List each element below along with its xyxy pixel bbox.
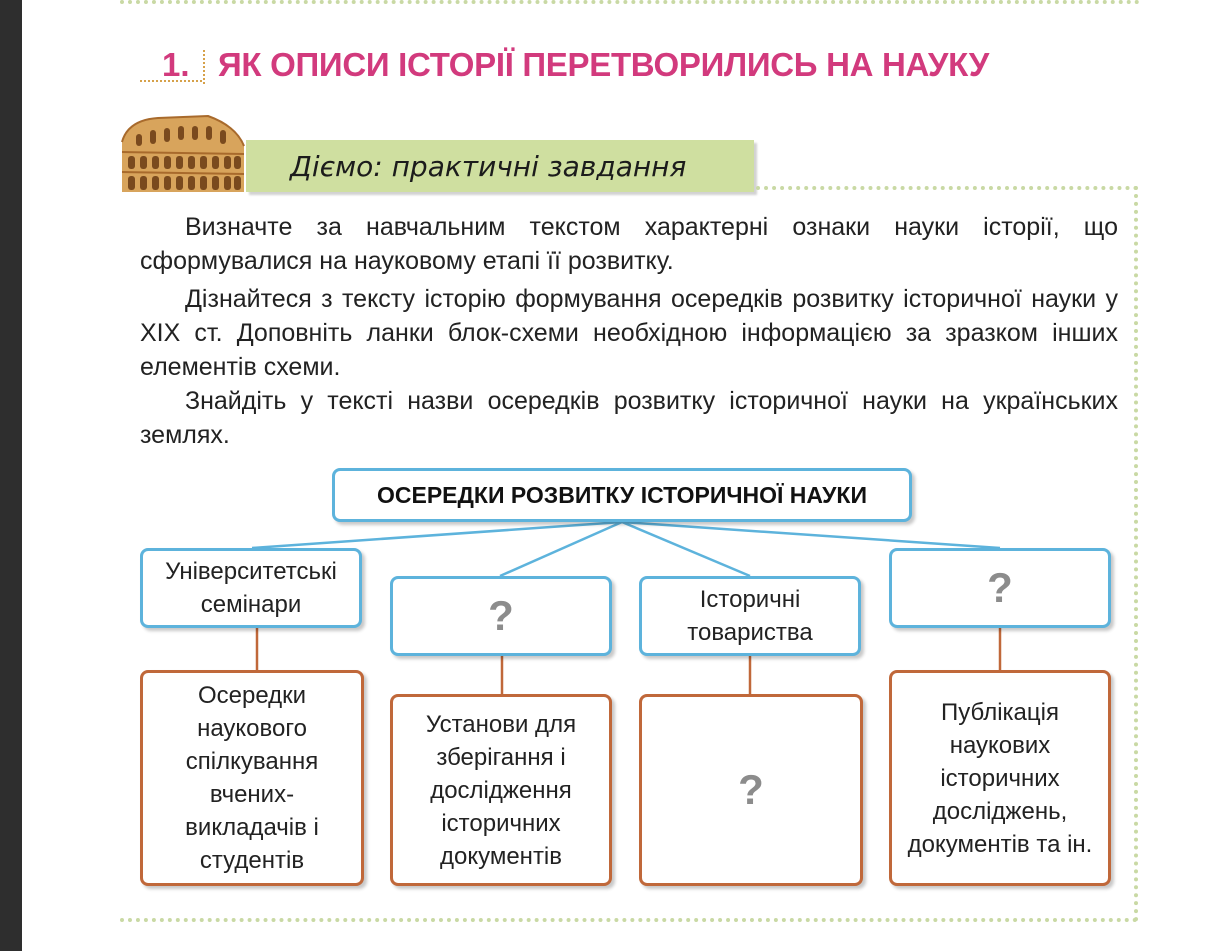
description-box-2: Установи для зберігання і дослідження іс… — [390, 694, 612, 886]
description-box-1: Осередки наукового спілкування вчених-ви… — [140, 670, 364, 886]
frame-dotted-right — [1134, 186, 1138, 922]
frame-dotted-bottom — [120, 918, 1138, 922]
page-spine — [0, 0, 22, 951]
activity-banner: Діємо: практичні завдання — [246, 140, 754, 192]
banner-label: Діємо: практичні завдання — [290, 150, 687, 183]
diagram-root: ОСЕРЕДКИ РОЗВИТКУ ІСТОРИЧНОЇ НАУКИ — [332, 468, 912, 522]
branch-box-2: ? — [390, 576, 612, 656]
section-title: ЯК ОПИСИ ІСТОРІЇ ПЕРЕТВОРИЛИСЬ НА НАУКУ — [218, 46, 989, 83]
description-4: Публікація наукових історичних досліджен… — [907, 698, 1093, 858]
description-3: ? — [738, 766, 764, 813]
colosseum-icon — [118, 112, 246, 196]
top-dotted-border — [120, 0, 1140, 4]
branch-box-1: Університетські семінари — [140, 548, 362, 628]
description-2: Установи для зберігання і дослідження іс… — [425, 710, 577, 870]
frame-dotted-top — [756, 186, 1138, 190]
description-box-4: Публікація наукових історичних досліджен… — [889, 670, 1111, 886]
task-paragraph-1: Визначте за навчальним текстом характерн… — [140, 213, 1118, 275]
branch-box-4: ? — [889, 548, 1111, 628]
task-paragraph-3: Знайдіть у тексті назви осередків розвит… — [140, 387, 1118, 449]
task-paragraph-2: Дізнайтеся з тексту історію формування о… — [140, 285, 1118, 381]
branch-name-3: Історичні товариства — [687, 586, 813, 646]
branch-box-3: Історичні товариства — [639, 576, 861, 656]
description-box-3: ? — [639, 694, 863, 886]
branch-name-2: ? — [488, 592, 514, 639]
description-1: Осередки наукового спілкування вчених-ви… — [185, 682, 319, 874]
section-number: 1. — [162, 46, 190, 83]
branch-name-4: ? — [987, 564, 1013, 611]
branch-name-1: Університетські семінари — [165, 558, 337, 618]
